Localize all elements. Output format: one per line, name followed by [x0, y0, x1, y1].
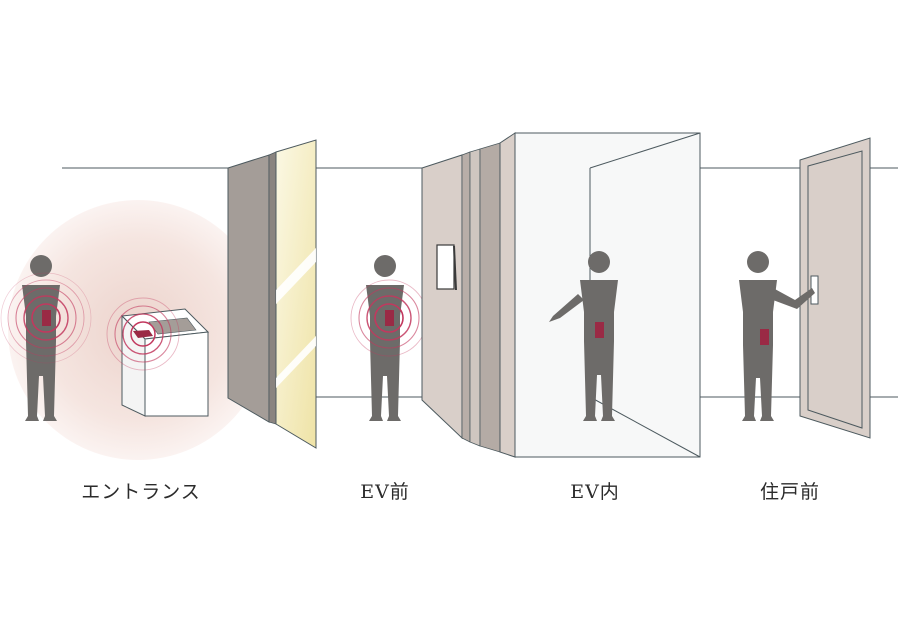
ev-inside-person-figure	[549, 251, 618, 421]
entrance-auto-lock-panel	[120, 308, 210, 417]
panel-signal-waves	[106, 297, 180, 371]
unit-entry-door	[799, 137, 871, 439]
entrance-signal-waves	[0, 272, 92, 364]
unit-door-key-fob	[760, 329, 769, 345]
ev-front-key-fob	[385, 310, 394, 326]
caption-unit-door: 住戸前	[759, 481, 821, 503]
entrance-auto-door	[227, 139, 317, 449]
caption-ev-inside: EV内	[570, 481, 620, 503]
ev-inside-key-fob	[595, 322, 604, 338]
caption-ev-front: EV前	[360, 481, 410, 503]
unit-door-person-figure	[739, 251, 815, 421]
caption-entrance: エントランス	[81, 481, 201, 503]
entrance-key-fob	[42, 310, 51, 326]
elevator-hall-doors	[421, 132, 516, 458]
elevator-call-panel	[436, 244, 457, 291]
